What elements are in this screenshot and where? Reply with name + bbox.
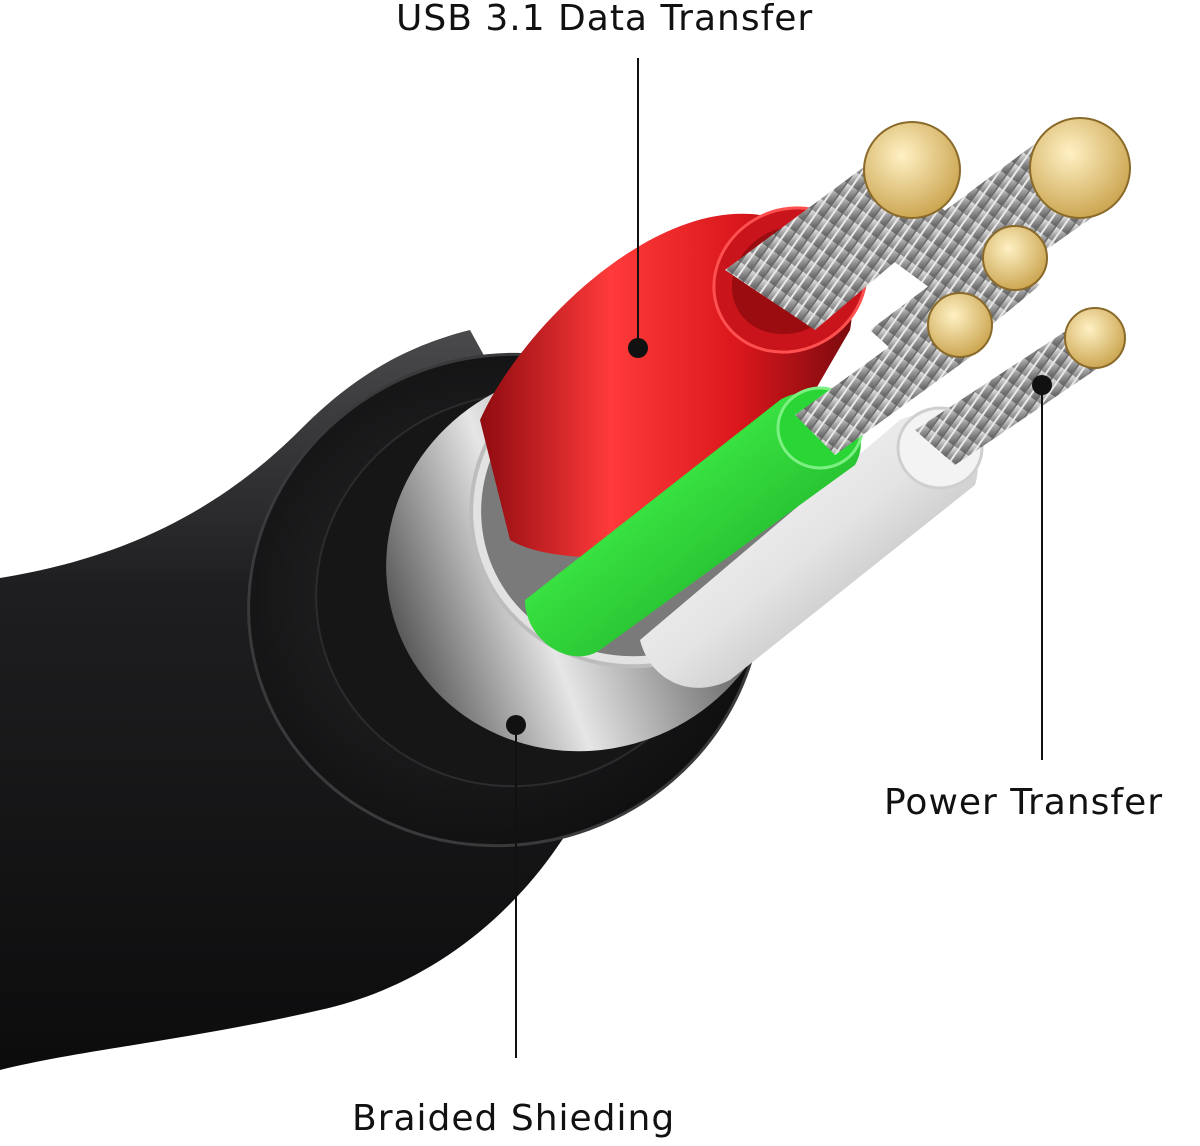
red-wire-strands [725,121,961,330]
white-wire [640,307,1126,688]
power-transfer-label: Power Transfer [884,782,1164,823]
braided-shielding-label: Braided Shieding [352,1098,676,1139]
callout-braided-shielding [506,715,526,1058]
data-transfer-label: USB 3.1 Data Transfer [396,0,814,39]
top-right-strands [885,117,1131,310]
callout-data-transfer [628,58,648,358]
green-wire [525,292,993,657]
callout-power-transfer [1032,375,1052,760]
